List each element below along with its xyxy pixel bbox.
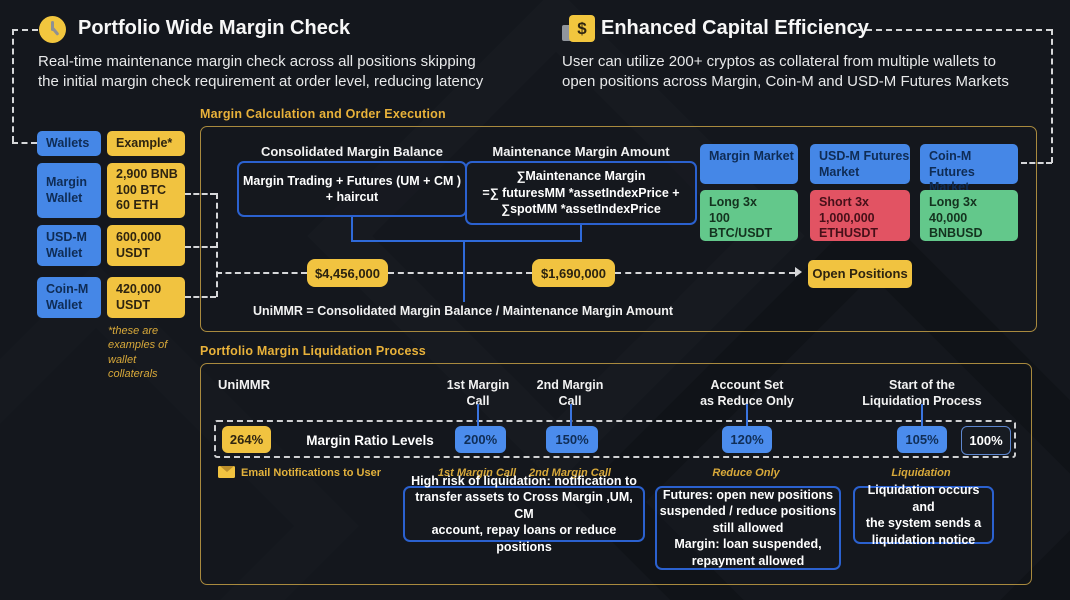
ratio-150: 150% xyxy=(546,426,598,453)
position-long-bnbusd: Long 3x 40,000 BNBUSD xyxy=(920,190,1018,241)
maintenance-amount-pill: $1,690,000 xyxy=(532,259,615,287)
ratio-200: 200% xyxy=(455,426,506,453)
position-long-btcusdt: Long 3x 100 BTC/USDT xyxy=(700,190,798,241)
connector-dash xyxy=(856,29,1052,31)
connector-line xyxy=(351,217,353,240)
connector-dash xyxy=(216,193,218,297)
section-title-liquidation: Portfolio Margin Liquidation Process xyxy=(200,344,426,358)
note-reduce-only: Futures: open new positions suspended / … xyxy=(655,486,841,570)
market-coinm-futures: Coin-M Futures Market xyxy=(920,144,1018,194)
page-title-left: Portfolio Wide Margin Check xyxy=(78,17,351,39)
wallet-item-usdm: USD-M Wallet xyxy=(37,225,101,266)
clock-icon xyxy=(39,16,66,43)
stage-label-1st-margin-call: 1st Margin Call xyxy=(446,378,510,408)
current-ratio-badge: 264% xyxy=(222,426,271,453)
dollar-icon xyxy=(562,25,573,41)
section-title-margin-calc: Margin Calculation and Order Execution xyxy=(200,107,446,121)
connector-dash xyxy=(216,272,307,274)
unimmr-label: UniMMR xyxy=(218,377,270,392)
consolidated-formula-box: Margin Trading + Futures (UM + CM ) + ha… xyxy=(237,161,467,217)
position-short-ethusdt: Short 3x 1,000,000 ETHUSDT xyxy=(810,190,910,241)
stage-tick xyxy=(921,404,923,437)
wallet-footnote: *these are examples of wallet collateral… xyxy=(108,325,168,380)
stage-label-2nd-margin-call: 2nd Margin Call xyxy=(536,378,604,408)
connector-dash xyxy=(12,142,37,144)
unimmr-formula: UniMMR = Consolidated Margin Balance / M… xyxy=(252,304,674,318)
maintenance-heading: Maintenance Margin Amount xyxy=(492,144,670,159)
example-column-header: Example* xyxy=(107,131,185,156)
open-positions-button[interactable]: Open Positions xyxy=(808,260,912,288)
tag-reduce-only: Reduce Only xyxy=(712,467,780,479)
connector-dash xyxy=(12,29,38,31)
connector-dash xyxy=(388,272,532,274)
market-usdm-futures: USD-M Futures Market xyxy=(810,144,910,184)
connector-dash xyxy=(615,272,795,274)
tag-liquidation: Liquidation xyxy=(891,467,951,479)
wallet-example-margin: 2,900 BNB 100 BTC 60 ETH xyxy=(107,163,185,218)
connector-line xyxy=(351,240,582,242)
wallet-item-coinm: Coin-M Wallet xyxy=(37,277,101,318)
stage-label-reduce-only: Account Set as Reduce Only xyxy=(700,378,794,408)
ratio-levels-label: Margin Ratio Levels xyxy=(306,433,434,448)
note-liquidation: Liquidation occurs and the system sends … xyxy=(853,483,994,547)
stage-label-liquidation-start: Start of the Liquidation Process xyxy=(862,378,982,408)
description-left: Real-time maintenance margin check acros… xyxy=(38,53,484,91)
connector-dash xyxy=(1051,29,1053,163)
liquidation-panel xyxy=(200,363,1032,585)
ratio-105: 105% xyxy=(897,426,947,453)
margin-calculation-panel xyxy=(200,126,1037,332)
connector-dash xyxy=(185,296,216,298)
market-margin: Margin Market xyxy=(700,144,798,184)
consolidated-heading: Consolidated Margin Balance xyxy=(260,144,444,159)
dollar-icon: $ xyxy=(569,15,595,42)
note-margin-call: High risk of liquidation: notification t… xyxy=(403,474,645,554)
consolidated-amount-pill: $4,456,000 xyxy=(307,259,388,287)
margin-ratio-strip xyxy=(214,420,1016,458)
ratio-100: 100% xyxy=(961,426,1011,455)
connector-dash xyxy=(185,246,216,248)
ratio-120: 120% xyxy=(722,426,772,453)
connector-dash xyxy=(185,193,216,195)
wallet-example-coinm: 420,000 USDT xyxy=(107,277,185,318)
arrow-right-icon xyxy=(795,267,802,277)
tag-2nd-margin-call: 2nd Margin Call xyxy=(529,467,611,479)
connector-line xyxy=(580,225,582,240)
connector-dash xyxy=(12,29,14,142)
wallets-column-header: Wallets xyxy=(37,131,101,156)
envelope-icon xyxy=(218,466,235,478)
wallet-item-margin: Margin Wallet xyxy=(37,163,101,218)
page-title-right: Enhanced Capital Efficiency xyxy=(601,17,869,39)
description-right: User can utilize 200+ cryptos as collate… xyxy=(562,53,1009,91)
connector-line xyxy=(463,240,465,302)
email-notifications-label: Email Notifications to User xyxy=(241,467,381,479)
stage-tick xyxy=(570,404,572,437)
wallet-example-usdm: 600,000 USDT xyxy=(107,225,185,266)
stage-tick xyxy=(477,404,479,437)
maintenance-formula-box: ∑Maintenance Margin =∑ futuresMM *assetI… xyxy=(465,161,697,225)
tag-1st-margin-call: 1st Margin Call xyxy=(437,467,517,479)
stage-tick xyxy=(746,404,748,437)
